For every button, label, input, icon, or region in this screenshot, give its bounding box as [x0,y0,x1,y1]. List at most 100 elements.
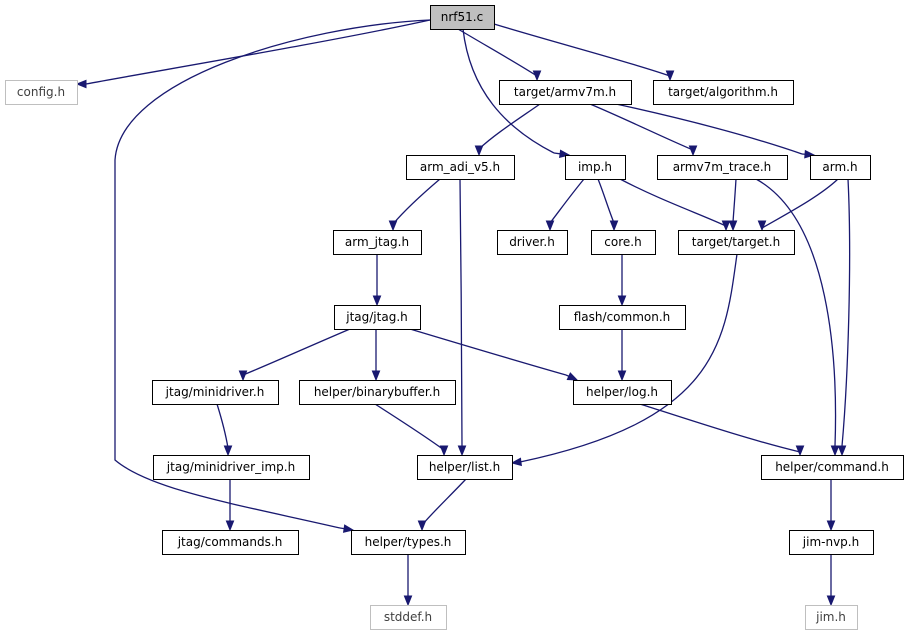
node-algorithm[interactable]: target/algorithm.h [653,80,794,105]
edge-jtag-to-log [409,328,579,381]
node-box [761,455,904,480]
node-config: config.h [5,80,78,105]
edge-arrowhead [342,524,355,533]
node-label: jtag/minidriver.h [165,385,265,399]
edge-line [114,19,431,529]
edge-line [392,178,441,225]
node-label: nrf51.c [441,10,483,24]
edges-layer [75,19,851,607]
node-command[interactable]: helper/command.h [761,455,904,480]
edge-line [841,178,851,447]
node-label: helper/types.h [365,535,452,549]
edge-line [761,178,839,229]
node-box [653,80,794,105]
edge-minidriver-to-minidriver_imp [216,403,233,457]
node-driver[interactable]: driver.h [497,230,568,255]
edge-line [462,28,555,154]
node-arm-jtag[interactable]: arm_jtag.h [333,230,422,255]
edge-armv7m-to-arm [615,103,816,159]
node-label: jim-nvp.h [802,535,859,549]
node-jim-nvp[interactable]: jim-nvp.h [789,530,874,555]
node-box [299,380,456,405]
node-core[interactable]: core.h [591,230,656,255]
node-box [789,530,874,555]
edge-line [549,178,585,224]
node-jtag[interactable]: jtag/jtag.h [334,305,421,330]
edge-jtag-to-binarybuffer [371,329,381,382]
edge-arm_adi-to-arm_jtag [388,178,441,232]
node-arm-adi[interactable]: arm_adi_v5.h [406,155,515,180]
edge-arrowhead [837,445,847,457]
node-minidriver-imp[interactable]: jtag/minidriver_imp.h [153,455,310,480]
node-types[interactable]: helper/types.h [351,530,466,555]
edge-line [242,328,351,376]
edge-line [619,178,727,227]
node-commands[interactable]: jtag/commands.h [162,530,299,555]
node-box [153,455,310,480]
edge-line [409,328,567,376]
node-box [333,230,422,255]
edge-types-to-stddef [403,554,413,607]
node-box [370,605,447,630]
node-label: helper/list.h [429,460,500,474]
edge-jim_nvp-to-jim [826,554,836,607]
edge-armv7m_trace-to-target [728,178,738,232]
edge-arm-to-target [757,178,839,232]
node-box [657,155,788,180]
node-label: arm_jtag.h [345,235,409,249]
node-box [678,230,795,255]
node-flash-common[interactable]: flash/common.h [559,305,686,330]
edge-list-to-types [417,478,467,532]
edge-core-to-flash_common [617,254,627,307]
edge-arrowhead [830,445,840,457]
edge-line [478,103,541,150]
edge-imp-to-driver [545,178,585,232]
node-binarybuffer[interactable]: helper/binarybuffer.h [299,380,456,405]
node-box [5,80,78,105]
node-target[interactable]: target/target.h [678,230,795,255]
node-minidriver[interactable]: jtag/minidriver.h [152,380,279,405]
edge-target-to-list [510,253,738,467]
edge-arrowhead [728,220,738,232]
node-label: config.h [17,85,65,99]
edge-command-to-jim_nvp [826,479,836,532]
node-label: target/target.h [692,235,780,249]
node-label: jtag/commands.h [177,535,283,549]
edge-arrowhead [75,79,87,89]
node-box [573,380,672,405]
node-label: stddef.h [384,610,432,624]
node-box [406,155,515,180]
node-box [810,155,871,180]
edge-line [374,403,445,451]
node-label: arm.h [822,160,857,174]
edge-line [493,23,671,77]
node-imp[interactable]: imp.h [565,155,626,180]
node-label: jim.h [815,610,846,624]
node-label: jtag/minidriver_imp.h [166,460,295,474]
node-armv7m[interactable]: target/armv7m.h [499,80,632,105]
edge-line [732,178,737,223]
node-label: core.h [604,235,641,249]
edge-connector [553,152,561,155]
edge-line [421,478,467,526]
node-armv7m-trace[interactable]: armv7m_trace.h [657,155,788,180]
node-label: target/armv7m.h [514,85,616,99]
node-log[interactable]: helper/log.h [573,380,672,405]
node-arm[interactable]: arm.h [810,155,871,180]
edge-nrf51-to-config [75,19,431,89]
node-label: helper/command.h [775,460,889,474]
edge-nrf51-to-types [114,19,431,533]
node-list[interactable]: helper/list.h [417,455,513,480]
node-box [417,455,513,480]
node-label: armv7m_trace.h [673,160,772,174]
node-box [591,230,656,255]
edge-line [597,178,615,224]
node-box [351,530,466,555]
node-box [805,605,858,630]
node-label: driver.h [509,235,555,249]
node-box [152,380,279,405]
edge-arm-to-command [837,178,851,457]
edge-armv7m_trace-to-command [755,178,840,457]
